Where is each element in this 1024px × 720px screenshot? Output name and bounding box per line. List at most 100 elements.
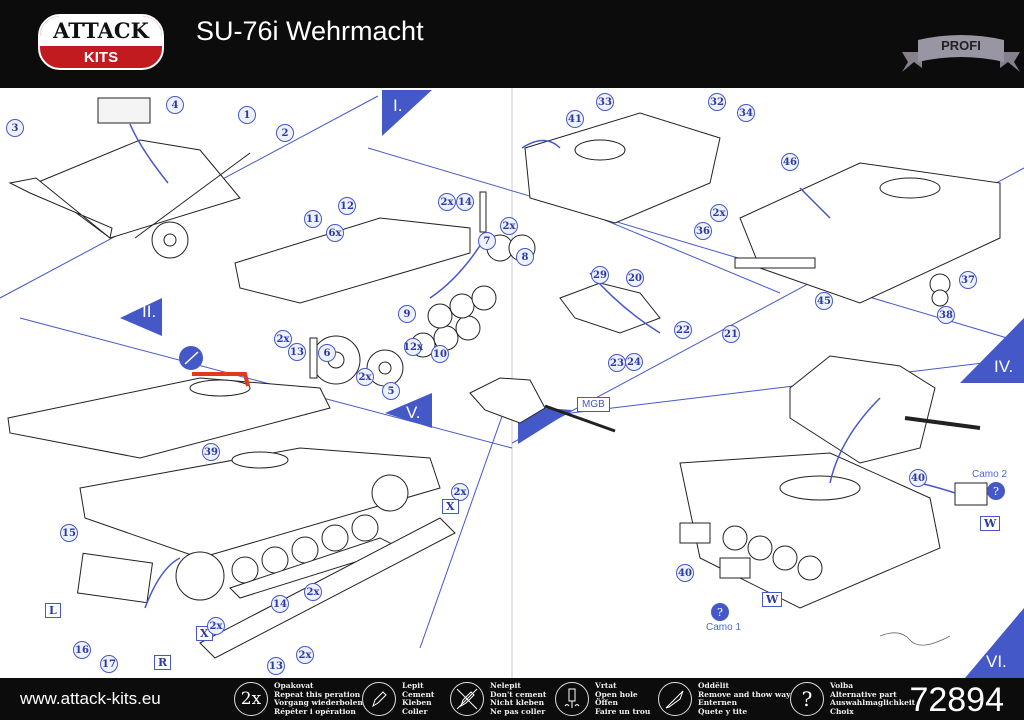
legend-line: Auswahlmaglichkeit	[830, 698, 916, 707]
drill-icon	[555, 682, 589, 716]
part-callout: 8	[516, 248, 534, 266]
part-callout: 2x	[710, 204, 728, 222]
part-callout: 13	[267, 657, 285, 675]
hull-suspension-drawing	[234, 191, 536, 387]
step-label-6: VI.	[986, 652, 1007, 671]
legend-line: Répéter i opération	[274, 706, 356, 716]
legend-line: Choix	[830, 706, 854, 716]
part-callout: 16	[73, 641, 91, 659]
part-callout: 22	[674, 321, 692, 339]
part-callout: 7	[478, 232, 496, 250]
part-callout: 6	[318, 344, 336, 362]
legend-line: Vorgang wiederbolen	[274, 698, 363, 707]
legend-line: Repeat this peration	[274, 689, 361, 699]
cement-icon	[362, 682, 396, 716]
upper-hull-drawing	[524, 112, 1001, 307]
legend-line: Enternen	[698, 698, 738, 707]
part-callout: 20	[626, 269, 644, 287]
part-callout: 12x	[403, 338, 423, 356]
turret-drawing	[469, 282, 661, 433]
part-callout: 24	[625, 353, 643, 371]
part-callout: 46	[781, 153, 799, 171]
part-callout: 33	[596, 93, 614, 111]
option-x-tag: X	[442, 499, 459, 514]
profi-badge: PROFI	[900, 32, 1022, 76]
part-callout: 3	[6, 119, 24, 137]
cut-hint-blade	[184, 351, 199, 365]
legend-line: Oddělit	[698, 681, 729, 690]
part-callout: 40	[676, 564, 694, 582]
legend-line: Quete y tite	[698, 706, 748, 716]
option-w-tag: W	[762, 592, 783, 607]
profi-label: PROFI	[941, 38, 981, 53]
step-1-marker	[382, 90, 432, 136]
superstructure-drawing	[7, 377, 456, 659]
step-5-marker	[385, 393, 432, 428]
assembled-vehicle-drawing	[679, 355, 988, 609]
step-2-marker	[120, 298, 162, 336]
logo-top-text: ATTACK	[40, 16, 162, 46]
part-callout: 2	[276, 124, 294, 142]
website-url[interactable]: www.attack-kits.eu	[20, 689, 161, 708]
part-callout: 11	[304, 210, 322, 228]
part-callout: 2x	[296, 646, 314, 664]
part-callout: 2x	[438, 193, 456, 211]
legend-line: Alternative part	[830, 689, 897, 699]
part-callout: 41	[566, 110, 584, 128]
part-callout: 2x	[304, 583, 322, 601]
part-callout: 32	[708, 93, 726, 111]
part-callout: 12	[338, 197, 356, 215]
attack-kits-logo: ATTACK KITS	[38, 14, 164, 70]
right-side-tag: R	[154, 655, 172, 670]
legend-line: Faire un trou	[595, 706, 651, 716]
part-callout: 36	[694, 222, 712, 240]
step-6-marker	[965, 608, 1024, 678]
ribbon-icon	[902, 35, 1020, 72]
legend-line: Volba	[830, 681, 854, 690]
legend-line: Open hole	[595, 689, 638, 699]
legend-line: Kleben	[402, 698, 432, 707]
step-label-2: II.	[142, 302, 157, 321]
header-bar: ATTACK KITS SU-76i Wehrmacht PROFI	[0, 0, 1024, 88]
part-callout: 38	[937, 306, 955, 324]
step-label-3: III.	[527, 482, 546, 501]
step-label-4: IV.	[994, 357, 1014, 376]
step-label-1: I.	[393, 96, 403, 115]
repeat-icon: 2x	[234, 682, 268, 716]
part-callout: 10	[431, 345, 449, 363]
step-label-5: V.	[406, 403, 421, 422]
legend-text: Opakovat Repeat this peration Vorgang wi…	[274, 681, 363, 716]
question-icon: ?	[790, 682, 824, 716]
part-callout: 37	[959, 271, 977, 289]
part-callout: 29	[591, 266, 609, 284]
part-callout: 2x	[356, 368, 374, 386]
page-title: SU-76i Wehrmacht	[196, 16, 424, 46]
part-callout: 40	[909, 469, 927, 487]
part-callout: 34	[737, 104, 755, 122]
legend-line: Remove and thow way	[698, 689, 791, 699]
part-callout: 45	[815, 292, 833, 310]
legend-line: Nicht kleben	[490, 698, 545, 707]
cut-icon	[658, 682, 692, 716]
option-w-tag: W	[980, 516, 1001, 531]
question-symbol: ?	[801, 687, 813, 711]
repeat-symbol: 2x	[240, 689, 262, 709]
part-callout: 5	[382, 382, 400, 400]
part-callout: 15	[60, 524, 78, 542]
artist-signature	[879, 632, 951, 646]
part-callout: 6x	[326, 224, 344, 242]
left-side-tag: L	[45, 603, 61, 618]
legend-line: Coller	[402, 706, 428, 716]
legend-text: Vrtat Open hole Öffen Faire un trou	[595, 681, 651, 716]
part-callout: 17	[100, 655, 118, 673]
no-cement-icon	[450, 682, 484, 716]
part-callout: 9	[398, 305, 416, 323]
camo-1-question-icon: ?	[711, 603, 729, 621]
legend-text: Oddělit Remove and thow way Enternen Que…	[698, 681, 791, 716]
legend-line: Don't cement	[490, 689, 547, 699]
legend-line: Vrtat	[595, 681, 617, 690]
legend-line: Ne pas coller	[490, 706, 546, 716]
instruction-diagram	[0, 90, 1024, 678]
legend-line: Öffen	[595, 698, 618, 707]
legend-line: Cement	[402, 689, 435, 699]
